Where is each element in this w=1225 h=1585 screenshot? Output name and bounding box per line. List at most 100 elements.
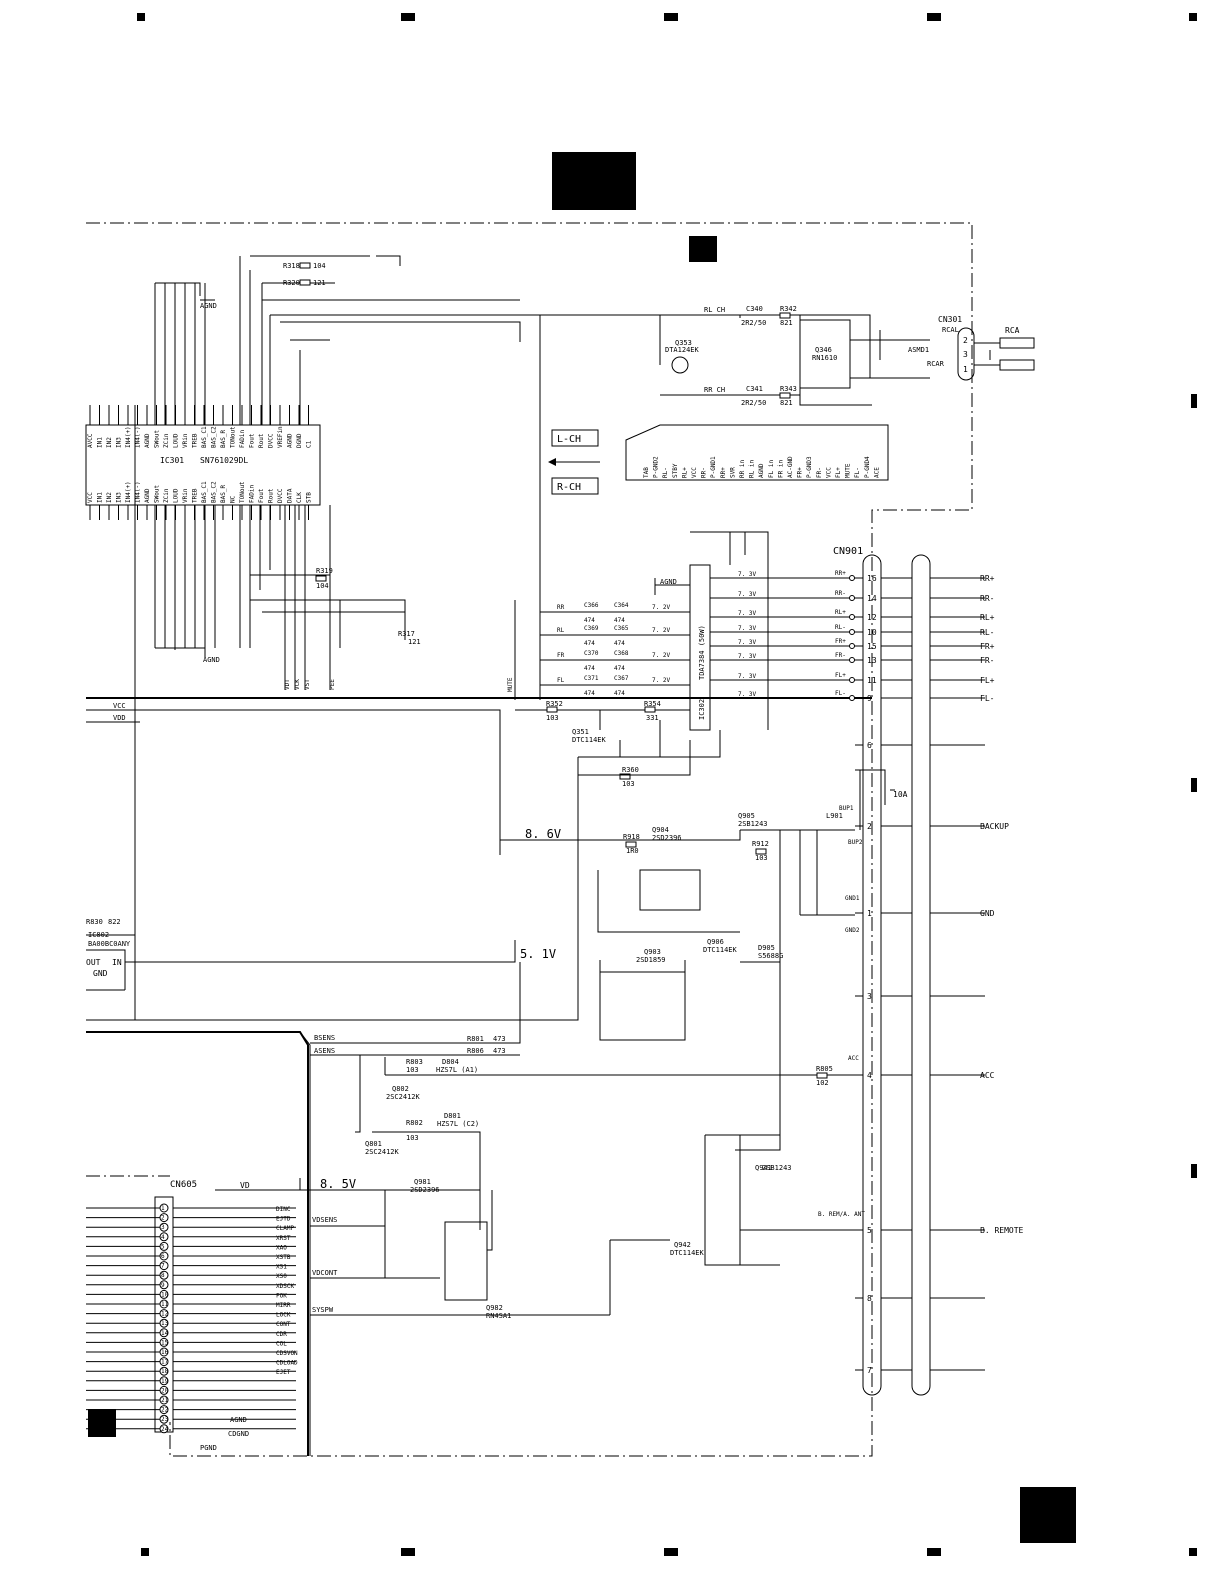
- ic302-out-voltage: 7. 3V: [738, 691, 756, 698]
- q906-ref: Q906: [707, 938, 724, 946]
- power-rails: VCC VDD BSENS ASENS: [86, 405, 872, 1456]
- ic302-pin-label: SVR: [729, 467, 736, 478]
- cn901-tp-label: FR-: [835, 652, 846, 659]
- cn901-pin-number: 1: [867, 909, 872, 918]
- vcc-label: VCC: [113, 702, 126, 710]
- r830-ref: R830: [86, 918, 103, 926]
- cn605-pin-number: 24: [161, 1426, 169, 1433]
- cn901-pin-number: 8: [867, 1294, 872, 1303]
- vd-label: VD: [240, 1181, 250, 1190]
- asens-label: ASENS: [314, 1047, 335, 1055]
- input-cap-ref: C365: [614, 625, 629, 632]
- ic301-top-pin: IN4(-): [135, 426, 142, 448]
- rca-output: RL CH C340 2R2/50 R342 821 RR CH C341 2R…: [540, 305, 959, 407]
- cn901-net-label: FL+: [980, 676, 995, 685]
- cn901-pin-number: 11: [867, 676, 877, 685]
- ic302-out-voltage: 7. 3V: [738, 653, 756, 660]
- b-rem-ant-label: B. REM/A. ANT: [818, 1211, 865, 1218]
- ic301-top-pin: C1: [306, 440, 313, 448]
- vck-label: VCK: [294, 679, 301, 690]
- cn605-pin-number: 11: [161, 1301, 169, 1308]
- cn901-net-label: FR-: [980, 656, 994, 665]
- q905-ref: Q905: [738, 812, 755, 820]
- input-cap-ref: C369: [584, 625, 599, 632]
- q981-part: 2SD2396: [410, 1186, 440, 1194]
- ic302-out-voltage: 7. 3V: [738, 610, 756, 617]
- ic301-top-pin: DGND: [296, 433, 303, 448]
- r354-ref: R354: [644, 700, 661, 708]
- cn901-ref: CN901: [833, 546, 863, 557]
- q903-ref: Q903: [644, 948, 661, 956]
- input-cap-val: 474: [584, 617, 595, 624]
- syspw-label: SYSPW: [312, 1306, 334, 1314]
- cn605-signal: LOCK: [276, 1312, 291, 1319]
- cn605-signal: CLAMP: [276, 1225, 294, 1232]
- ic301-top-pin: SWout: [154, 430, 161, 448]
- ic301-top-pin: IN2: [106, 437, 113, 448]
- ic302-pin-label: P-GND3: [806, 456, 813, 478]
- ic302-part: TDA7384 (50W): [698, 625, 706, 680]
- ic302-pin-label: AC-GND: [787, 456, 794, 478]
- ic302-pin-label: VCC: [691, 467, 698, 478]
- ic301-bottom-pin: BAS_R: [220, 485, 227, 503]
- r806-ref: R806: [467, 1047, 484, 1055]
- ic302-pin-label: MUTE: [845, 463, 852, 478]
- cn605-signal: DINC: [276, 1206, 291, 1213]
- input-voltage: 7. 2V: [652, 604, 670, 611]
- q353-ref: Q353: [675, 339, 692, 347]
- ic302-pin-label: P-GND4: [864, 456, 871, 478]
- r803-val: 103: [406, 1066, 419, 1074]
- input-cap-ref: C371: [584, 675, 599, 682]
- l901-ref: L901: [826, 812, 843, 820]
- ic301-bottom-pin: IN3: [116, 492, 123, 503]
- rr-ch-label: RR CH: [704, 386, 725, 394]
- q801-part: 2SC2412K: [365, 1148, 400, 1156]
- r318-ref: R318: [283, 262, 300, 270]
- input-channel-label: RL: [557, 627, 565, 634]
- ic301-top-pin: AGND: [144, 433, 151, 448]
- cn605-pin-number: 12: [161, 1311, 169, 1318]
- cn901-pin-number: 6: [867, 741, 872, 750]
- cn605-pin-number: 9: [161, 1282, 165, 1289]
- rcal-label: RCAL: [942, 326, 959, 334]
- ic301-bottom-pin: IN4(-): [135, 481, 142, 503]
- cn605: CN605 1234567891011121314151617181920212…: [86, 1180, 298, 1452]
- input-cap-val: 474: [584, 690, 595, 697]
- v86-label: 8. 6V: [525, 827, 561, 841]
- asmd1-label: ASMD1: [908, 346, 929, 354]
- registration-marks: [88, 13, 1197, 1556]
- cn605-pin-number: 13: [161, 1320, 169, 1327]
- c341-val: 2R2/50: [741, 399, 766, 407]
- input-cap-val: 474: [614, 640, 625, 647]
- cn605-pin-number: 16: [161, 1349, 169, 1356]
- ic302-out-voltage: 7. 3V: [738, 571, 756, 578]
- cn605-pin-number: 23: [161, 1416, 169, 1423]
- q905-part: 2SB1243: [738, 820, 768, 828]
- c341-ref: C341: [746, 385, 763, 393]
- cn605-signal: MIRR: [276, 1302, 291, 1309]
- r801-ref: R801: [467, 1035, 484, 1043]
- input-voltage: 7. 2V: [652, 652, 670, 659]
- input-cap-val: 474: [614, 617, 625, 624]
- cn901-pin-number: 9: [867, 694, 872, 703]
- acc-tp-label: ACC: [848, 1055, 859, 1062]
- ic301-top-pin: IN1: [97, 437, 104, 448]
- cn605-pin-number: 21: [161, 1397, 169, 1404]
- ic302-pin-label: RR+: [720, 467, 727, 478]
- input-cap-ref: C366: [584, 602, 599, 609]
- ic302-pin-label: FL in: [768, 460, 775, 478]
- cn901-net-label: ACC: [980, 1071, 995, 1080]
- ic301-top-pin: IN4(+): [125, 426, 132, 448]
- ic301-bottom-pin: Rout: [268, 488, 275, 503]
- r912-ref: R912: [752, 840, 769, 848]
- ic302-ref: IC302: [698, 699, 706, 720]
- input-channel-label: FR: [557, 652, 565, 659]
- cn605-pin-number: 2: [161, 1215, 165, 1222]
- ic302-pin-label: VCC: [825, 467, 832, 478]
- cn605-signal: XS1: [276, 1264, 287, 1271]
- ic301-bottom-pin: IN2: [106, 492, 113, 503]
- ic302-pin-label: FR+: [797, 467, 804, 478]
- power-supply: 8. 6V R918 1R0 Q904 2SD2396 Q905 2SB1243…: [500, 769, 908, 1231]
